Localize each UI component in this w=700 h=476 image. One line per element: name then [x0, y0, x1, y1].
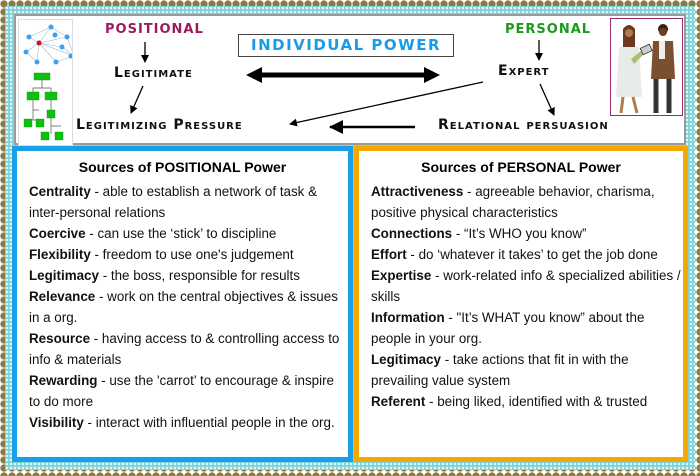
item-term: Resource: [29, 331, 91, 346]
positional-label: POSITIONAL: [105, 22, 204, 37]
list-item: Effort - do ‘whatever it takes’ to get t…: [371, 244, 683, 265]
node-expert: Expert: [498, 63, 550, 79]
item-description: - take actions that fit in with the prev…: [371, 352, 629, 388]
personal-list: Attractiveness - agreeable behavior, cha…: [359, 181, 683, 412]
item-term: Attractiveness: [371, 184, 464, 199]
item-term: Centrality: [29, 184, 91, 199]
item-term: Connections: [371, 226, 453, 241]
list-item: Visibility - interact with influential p…: [29, 412, 348, 433]
list-item: Legitimacy - take actions that fit in wi…: [371, 349, 683, 391]
item-description: - use the 'carrot’ to encourage & inspir…: [29, 373, 334, 409]
positional-list: Centrality - able to establish a network…: [17, 181, 348, 433]
arrow-legitimate-to-pressure: [130, 85, 144, 114]
item-description: - agreeable behavior, charisma, positive…: [371, 184, 655, 220]
list-item: Referent - being liked, identified with …: [371, 391, 683, 412]
item-description: - can use the ‘stick’ to discipline: [85, 226, 277, 241]
positional-heading: Sources of POSITIONAL Power: [78, 159, 287, 175]
personal-heading: Sources of PERSONAL Power: [421, 159, 621, 175]
list-item: Information - "It’s WHAT you know” about…: [371, 307, 683, 349]
item-term: Flexibility: [29, 247, 91, 262]
list-item: Coercive - can use the ‘stick’ to discip…: [29, 223, 348, 244]
item-description: - the boss, responsible for results: [98, 268, 300, 283]
item-term: Effort: [371, 247, 407, 262]
people-illustration: [610, 18, 683, 116]
page-title: INDIVIDUAL POWER: [238, 34, 454, 57]
item-description: - "It’s WHAT you know” about the people …: [371, 310, 645, 346]
item-description: - interact with influential people in th…: [83, 415, 335, 430]
list-item: Flexibility - freedom to use one's judge…: [29, 244, 348, 265]
list-item: Expertise - work-related info & speciali…: [371, 265, 683, 307]
item-description: - work-related info & specialized abilit…: [371, 268, 681, 304]
positional-power-panel: Sources of POSITIONAL Power Centrality -…: [12, 146, 353, 462]
list-item: Rewarding - use the 'carrot’ to encourag…: [29, 370, 348, 412]
list-item: Resource - having access to & controllin…: [29, 328, 348, 370]
item-term: Relevance: [29, 289, 96, 304]
item-description: - do ‘whatever it takes’ to get the job …: [406, 247, 658, 262]
item-term: Referent: [371, 394, 426, 409]
arrows-layer: [130, 40, 555, 134]
item-description: - “It’s WHO you know”: [452, 226, 587, 241]
arrow-expert-to-relational: [539, 83, 555, 116]
item-description: - able to establish a network of task & …: [29, 184, 318, 220]
item-term: Legitimacy: [29, 268, 99, 283]
list-item: Centrality - able to establish a network…: [29, 181, 348, 223]
header-panel: [14, 14, 686, 145]
node-legitimizing-pressure: Legitimizing Pressure: [76, 117, 243, 133]
network-orgchart-illustration: [18, 19, 75, 146]
item-term: Legitimacy: [371, 352, 441, 367]
node-legitimate: Legitimate: [114, 65, 193, 81]
network-icon: [23, 24, 75, 141]
item-description: - having access to & controlling access …: [29, 331, 340, 367]
list-item: Legitimacy - the boss, responsible for r…: [29, 265, 348, 286]
item-term: Expertise: [371, 268, 432, 283]
item-description: - freedom to use one's judgement: [90, 247, 294, 262]
item-term: Information: [371, 310, 445, 325]
item-description: - being liked, identified with & trusted: [425, 394, 648, 409]
item-term: Coercive: [29, 226, 86, 241]
arrow-expert-to-pressure: [289, 81, 484, 127]
list-item: Attractiveness - agreeable behavior, cha…: [371, 181, 683, 223]
personal-label: PERSONAL: [505, 22, 592, 37]
personal-power-panel: Sources of PERSONAL Power Attractiveness…: [354, 146, 688, 462]
node-relational-persuasion: Relational persuasion: [438, 117, 609, 133]
item-description: - work on the central objectives & issue…: [29, 289, 338, 325]
people-talking-icon: [616, 24, 675, 114]
item-term: Visibility: [29, 415, 84, 430]
item-term: Rewarding: [29, 373, 98, 388]
list-item: Connections - “It’s WHO you know”: [371, 223, 683, 244]
list-item: Relevance - work on the central objectiv…: [29, 286, 348, 328]
